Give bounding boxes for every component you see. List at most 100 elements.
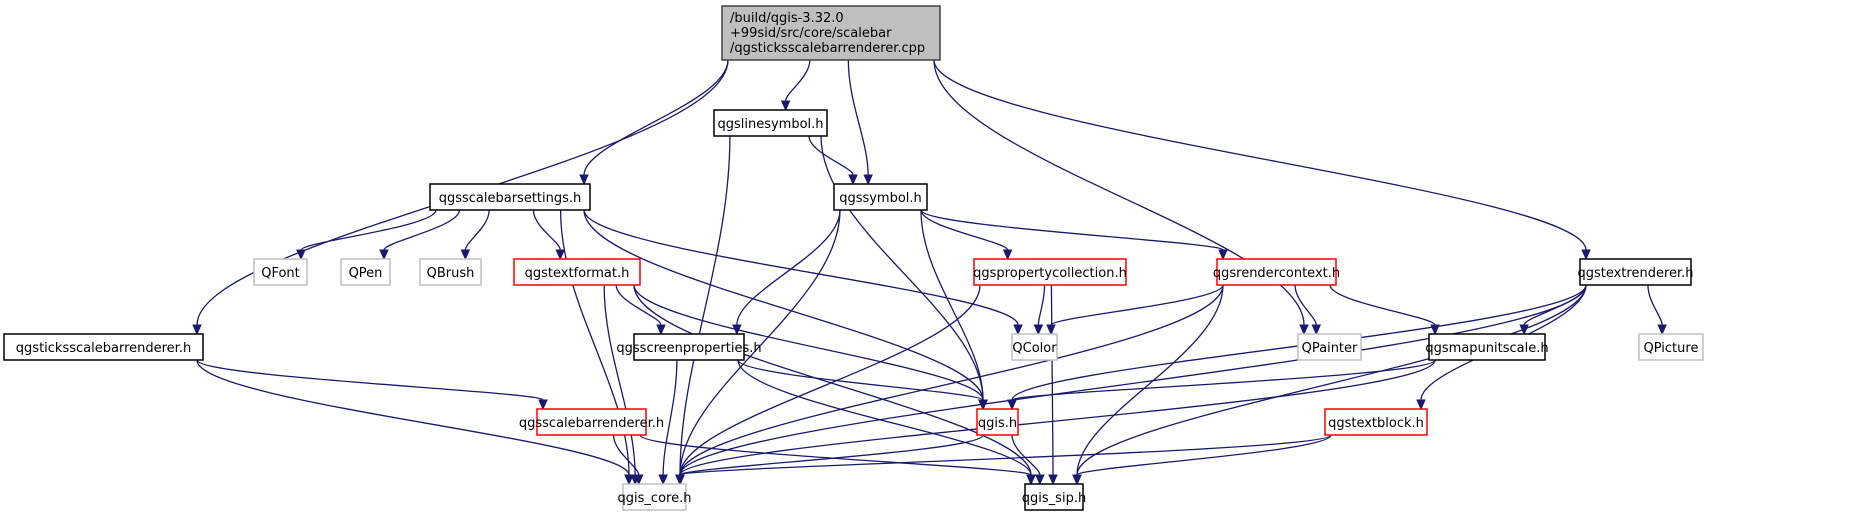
edge-qgsrendercontext-to-QColor bbox=[1050, 284, 1224, 326]
node-root[interactable]: /build/qgis-3.32.0+99sid/src/core/scaleb… bbox=[721, 5, 941, 61]
edge-qgspropertycollection-to-qgis_sip bbox=[1050, 284, 1054, 476]
node-QPainter: QPainter bbox=[1297, 333, 1362, 361]
edge-root-to-qgsscalebarsettings bbox=[583, 59, 729, 176]
node-qgsscreenproperties[interactable]: qgsscreenproperties.h bbox=[616, 333, 762, 361]
edge-qgstextblock-to-qgis_core bbox=[679, 434, 1332, 476]
node-label: /qgsticksscalebarrenderer.cpp bbox=[730, 41, 925, 56]
node-label: qgis_core.h bbox=[618, 491, 692, 506]
node-qgslinesymbol[interactable]: qgslinesymbol.h bbox=[713, 109, 828, 137]
node-label: qgstextblock.h bbox=[1328, 416, 1424, 431]
edge-qgsscalebarsettings-to-QPen bbox=[383, 209, 461, 251]
node-label: qgsscalebarrenderer.h bbox=[519, 416, 664, 431]
node-box bbox=[429, 183, 591, 211]
node-qgssymbol[interactable]: qgssymbol.h bbox=[833, 183, 928, 211]
node-label: qgsrendercontext.h bbox=[1213, 266, 1340, 281]
edge-qgssymbol-to-qgis_core bbox=[679, 209, 841, 476]
node-qgsscalebarrenderer[interactable]: qgsscalebarrenderer.h bbox=[519, 408, 664, 436]
edge-qgssymbol-to-qgsrendercontext bbox=[920, 209, 1224, 251]
arrowhead-icon bbox=[624, 474, 634, 486]
node-QBrush: QBrush bbox=[419, 258, 482, 286]
edge-qgsrendercontext-to-qgsmapunitscale bbox=[1329, 284, 1436, 326]
node-label: /build/qgis-3.32.0 bbox=[730, 11, 844, 26]
arrowhead-icon bbox=[1007, 399, 1017, 411]
edge-qgsscalebarrenderer-to-qgis_core bbox=[612, 434, 640, 476]
edge-qgsrendercontext-to-qgis_sip bbox=[1076, 284, 1224, 476]
arrowhead-icon bbox=[1033, 324, 1044, 336]
node-box bbox=[622, 483, 687, 511]
arrowhead-icon bbox=[863, 174, 873, 186]
edge-qgstextformat-to-qgis bbox=[633, 284, 984, 401]
node-box bbox=[536, 408, 647, 436]
node-box bbox=[1579, 258, 1692, 286]
node-qgsmapunitscale[interactable]: qgsmapunitscale.h bbox=[1425, 333, 1549, 361]
arrowhead-icon bbox=[1218, 249, 1228, 261]
node-box bbox=[1297, 333, 1362, 361]
arrowhead-icon bbox=[1657, 324, 1667, 336]
node-label: QColor bbox=[1012, 341, 1057, 356]
node-label: qgis.h bbox=[978, 416, 1017, 431]
node-QPen: QPen bbox=[340, 258, 391, 286]
edge-root-to-qgssymbol bbox=[847, 59, 869, 176]
node-qgsrendercontext[interactable]: qgsrendercontext.h bbox=[1213, 258, 1340, 286]
edge-qgis-to-qgis_sip bbox=[1011, 434, 1041, 476]
node-label: qgstextformat.h bbox=[525, 266, 630, 281]
node-qgspropertycollection[interactable]: qgspropertycollection.h bbox=[973, 258, 1127, 286]
arrowhead-icon bbox=[1581, 249, 1591, 261]
node-box bbox=[340, 258, 391, 286]
edge-qgsscalebarsettings-to-qgis bbox=[583, 209, 984, 401]
node-box bbox=[976, 408, 1019, 436]
edge-qgsscreenproperties-to-qgis_core bbox=[662, 359, 678, 476]
arrowhead-icon bbox=[1072, 474, 1082, 486]
node-QColor: QColor bbox=[1011, 333, 1058, 361]
edge-qgsmapunitscale-to-qgis bbox=[1011, 359, 1436, 401]
node-box bbox=[1428, 333, 1546, 361]
node-label: +99sid/src/core/scalebar bbox=[730, 26, 892, 41]
edge-qgstextformat-to-qgis_sip bbox=[633, 284, 1032, 476]
node-qgis[interactable]: qgis.h bbox=[976, 408, 1019, 436]
node-qgstextrenderer[interactable]: qgstextrenderer.h bbox=[1577, 258, 1694, 286]
edge-qgsscreenproperties-to-qgis bbox=[737, 359, 984, 401]
node-label: qgspropertycollection.h bbox=[973, 266, 1127, 281]
node-box bbox=[633, 333, 745, 361]
arrowhead-icon bbox=[538, 399, 548, 411]
node-label: QBrush bbox=[427, 266, 475, 281]
arrowhead-icon bbox=[1048, 474, 1058, 486]
edge-qgsscalebarsettings-to-qgstextformat bbox=[532, 209, 561, 251]
node-qgsticksscalebarrenderer[interactable]: qgsticksscalebarrenderer.h bbox=[3, 333, 204, 361]
node-qgis_sip[interactable]: qgis_sip.h bbox=[1022, 483, 1086, 511]
node-label: QPicture bbox=[1644, 341, 1699, 356]
node-label: qgis_sip.h bbox=[1022, 491, 1086, 506]
arrowhead-icon bbox=[1013, 324, 1023, 336]
node-box bbox=[833, 183, 928, 211]
edge-root-to-QPainter bbox=[933, 59, 1305, 326]
edges-layer bbox=[192, 59, 1667, 486]
node-box bbox=[419, 258, 482, 286]
arrowhead-icon bbox=[633, 474, 644, 486]
arrowhead-icon bbox=[192, 324, 202, 336]
node-QFont: QFont bbox=[253, 258, 308, 286]
arrowhead-icon bbox=[658, 474, 668, 486]
edge-qgstextblock-to-qgis_sip bbox=[1076, 434, 1332, 476]
node-label: qgssymbol.h bbox=[839, 191, 922, 206]
node-qgsscalebarsettings[interactable]: qgsscalebarsettings.h bbox=[429, 183, 591, 211]
arrowhead-icon bbox=[379, 249, 389, 261]
arrowhead-icon bbox=[1026, 474, 1036, 486]
edge-qgspropertycollection-to-qgis_core bbox=[679, 284, 981, 476]
node-box bbox=[3, 333, 204, 361]
node-label: qgslinesymbol.h bbox=[717, 117, 823, 132]
edge-qgsscalebarsettings-to-QBrush bbox=[464, 209, 490, 251]
node-label: qgsmapunitscale.h bbox=[1425, 341, 1548, 356]
edge-qgsrendercontext-to-QPainter bbox=[1294, 284, 1317, 326]
edge-qgspropertycollection-to-QColor bbox=[1037, 284, 1046, 326]
edge-qgstextrenderer-to-QPicture bbox=[1647, 284, 1663, 326]
node-QPicture: QPicture bbox=[1638, 333, 1704, 361]
edge-qgstextrenderer-to-qgis_core bbox=[679, 284, 1587, 476]
edge-qgsrendercontext-to-qgis_core bbox=[679, 284, 1224, 476]
arrowhead-icon bbox=[780, 100, 791, 112]
node-label: QFont bbox=[261, 266, 300, 281]
node-qgstextformat[interactable]: qgstextformat.h bbox=[513, 258, 641, 286]
node-qgstextblock[interactable]: qgstextblock.h bbox=[1324, 408, 1428, 436]
edge-qgsscalebarsettings-to-QFont bbox=[300, 209, 437, 251]
edge-qgsscalebarsettings-to-qgis_core bbox=[559, 209, 630, 476]
